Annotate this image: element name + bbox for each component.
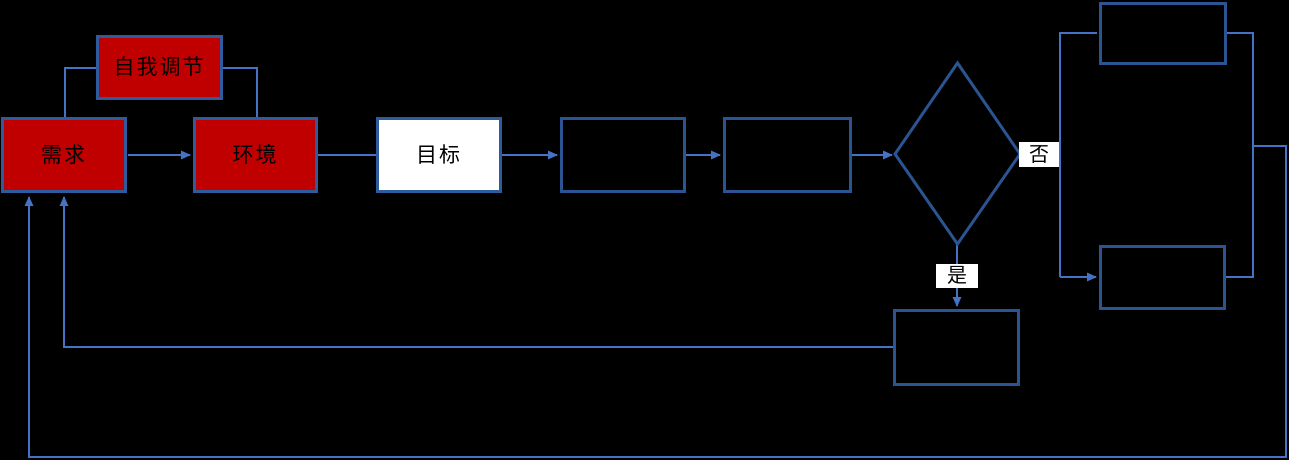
edge-outer-feedback-to-demand bbox=[24, 145, 1287, 458]
node-self-regulation: 自我调节 bbox=[96, 35, 223, 100]
edge-demand-to-self-regulation bbox=[64, 67, 96, 118]
node-goal-label: 目标 bbox=[416, 143, 462, 167]
edge-no-to-top-right bbox=[1059, 32, 1097, 277]
node-demand: 需求 bbox=[1, 117, 127, 193]
edge-bottom-middle-to-demand bbox=[59, 196, 893, 348]
node-bottom-middle bbox=[893, 309, 1020, 386]
node-goal: 目标 bbox=[376, 117, 502, 193]
decision-no-label: 否 bbox=[1019, 142, 1059, 167]
node-environment: 环境 bbox=[193, 117, 318, 193]
node-bottom-right bbox=[1099, 245, 1226, 310]
edge-top-right-to-bottom-right bbox=[1226, 32, 1254, 278]
node-environment-label: 环境 bbox=[232, 143, 279, 167]
node-demand-label: 需求 bbox=[41, 143, 87, 167]
decision-yes-label: 是 bbox=[936, 264, 978, 288]
node-top-right bbox=[1099, 2, 1227, 65]
node-step1 bbox=[560, 117, 686, 193]
decision-diamond bbox=[893, 60, 1022, 247]
decision-no-text: 否 bbox=[1029, 143, 1049, 166]
decision-yes-text: 是 bbox=[947, 265, 967, 287]
node-step2 bbox=[723, 117, 852, 193]
node-self-regulation-label: 自我调节 bbox=[113, 56, 206, 79]
edge-self-regulation-to-environment bbox=[223, 67, 258, 118]
